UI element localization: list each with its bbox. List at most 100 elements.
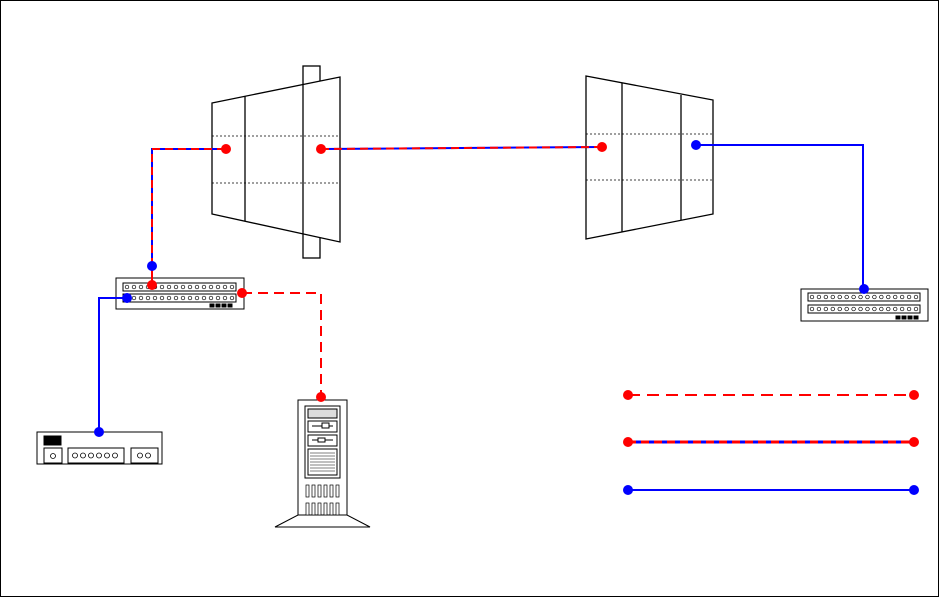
rack-port (105, 453, 110, 458)
endpoint-blue[interactable] (691, 140, 701, 150)
tower-server-vent-lines (310, 453, 335, 471)
rack-port (81, 453, 86, 458)
legend-item-red-blue-dashed (623, 437, 919, 447)
port (914, 295, 918, 299)
port (209, 296, 213, 300)
link-patch-rack-blue[interactable] (99, 298, 127, 432)
port (181, 285, 185, 289)
legend-endpoint (909, 390, 919, 400)
port (216, 296, 220, 300)
endpoint-red[interactable] (316, 144, 326, 154)
port (859, 295, 863, 299)
legend-endpoint (909, 437, 919, 447)
port (167, 296, 171, 300)
rack-port (51, 454, 56, 459)
endpoint-red[interactable] (221, 144, 231, 154)
port (900, 295, 904, 299)
expansion-slot (306, 503, 309, 515)
status-led (914, 316, 918, 319)
port (146, 296, 150, 300)
link-patch-server-red[interactable] (242, 293, 321, 397)
legend (623, 390, 919, 495)
port (230, 285, 234, 289)
status-led (896, 316, 900, 319)
port (139, 296, 143, 300)
endpoint-red[interactable] (237, 288, 247, 298)
expansion-slot (330, 485, 333, 497)
port (223, 285, 227, 289)
right-switch-body (586, 76, 713, 239)
port (873, 307, 877, 311)
expansion-slot (318, 503, 321, 515)
tower-server-base (275, 515, 370, 527)
legend-item-blue-solid (623, 485, 919, 495)
legend-endpoint (909, 485, 919, 495)
endpoint-blue[interactable] (147, 261, 157, 271)
port (810, 295, 814, 299)
port (195, 285, 199, 289)
left-patch-panel[interactable] (116, 278, 244, 309)
port (845, 295, 849, 299)
port (202, 296, 206, 300)
endpoint-blue[interactable] (94, 427, 104, 437)
port (852, 295, 856, 299)
port (174, 296, 178, 300)
tower-server[interactable] (275, 400, 370, 527)
rack-device-module (131, 448, 158, 463)
port (125, 285, 129, 289)
expansion-slot (336, 485, 339, 497)
port (893, 307, 897, 311)
port (188, 296, 192, 300)
right-switch[interactable] (586, 76, 713, 239)
legend-item-red-dashed (623, 390, 919, 400)
port (900, 307, 904, 311)
legend-endpoint (623, 390, 633, 400)
port (230, 296, 234, 300)
endpoint-red[interactable] (597, 142, 607, 152)
port (132, 296, 136, 300)
port (873, 295, 877, 299)
port (831, 307, 835, 311)
left-switch[interactable] (212, 66, 340, 258)
port (824, 307, 828, 311)
port (845, 307, 849, 311)
expansion-slot (312, 503, 315, 515)
expansion-slot (318, 485, 321, 497)
port (202, 285, 206, 289)
endpoint-red[interactable] (316, 392, 326, 402)
port (195, 296, 199, 300)
port (838, 307, 842, 311)
status-led (908, 316, 912, 319)
port (132, 285, 136, 289)
port (852, 307, 856, 311)
port (880, 295, 884, 299)
rack-port (138, 453, 143, 458)
port (153, 296, 157, 300)
endpoint-blue[interactable] (859, 284, 869, 294)
endpoint-red[interactable] (147, 280, 157, 290)
port (139, 285, 143, 289)
port (174, 285, 178, 289)
port (866, 295, 870, 299)
port (893, 295, 897, 299)
tower-server-drive-bay (308, 409, 337, 418)
rack-port (113, 453, 118, 458)
left-switch-body (212, 77, 340, 242)
port (824, 295, 828, 299)
legend-endpoint (623, 437, 633, 447)
port (886, 295, 890, 299)
rack-port (73, 453, 78, 458)
port (817, 307, 821, 311)
port (831, 295, 835, 299)
link-right-switch-patch-blue[interactable] (696, 145, 863, 289)
endpoint-blue[interactable] (122, 293, 132, 303)
port (209, 285, 213, 289)
port (810, 307, 814, 311)
rack-port (97, 453, 102, 458)
port (181, 296, 185, 300)
port (866, 307, 870, 311)
expansion-slot (324, 485, 327, 497)
expansion-slot (312, 485, 315, 497)
legend-endpoint (623, 485, 633, 495)
